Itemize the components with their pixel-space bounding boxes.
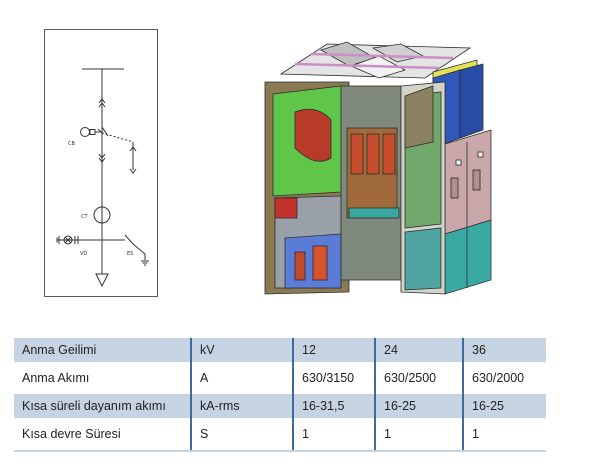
value-12kv: 12 <box>292 338 375 362</box>
value-36kv: 630/2000 <box>462 362 546 394</box>
value-36kv: 1 <box>462 418 546 452</box>
motor-symbol <box>80 127 90 137</box>
table-row: Kısa süreli dayanım akımı kA-rms 16-31,5… <box>14 394 546 418</box>
disconnect-contact-upper <box>98 98 106 104</box>
table-row: Kısa devre Süresi S 1 1 1 <box>14 418 546 452</box>
row-label-anma-geilimi: Anma Geilimi <box>14 338 191 362</box>
cable-termination-red <box>312 245 328 281</box>
value-12kv: 16-31,5 <box>292 394 375 418</box>
vd-label: VD <box>80 251 87 257</box>
unit-cell: S <box>190 418 293 452</box>
unit-cell: kV <box>190 338 293 362</box>
cb-label: CB <box>68 141 75 147</box>
unit-cell: A <box>190 362 293 394</box>
single-line-diagram: CB CT VD ES <box>44 29 158 297</box>
es-label: ES <box>127 251 133 257</box>
unit-cell: kA-rms <box>190 394 293 418</box>
table-row: Anma Geilimi kV 12 24 36 <box>14 338 546 362</box>
interlock-line <box>101 132 134 143</box>
row-label-anma-akimi: Anma Akımı <box>22 371 90 385</box>
switchgear-cabinet-illustration <box>255 38 500 300</box>
specification-table: Anma Geilimi kV 12 24 36 Anma Akımı A 63… <box>14 338 546 452</box>
value-24kv: 1 <box>374 418 463 452</box>
busbar-red-connector <box>294 108 332 162</box>
table-row: Anma Akımı A 630/3150 630/2500 630/2000 <box>14 362 546 394</box>
cable-termination-symbol <box>95 273 109 288</box>
value-12kv: 630/3150 <box>292 362 375 394</box>
value-24kv: 630/2500 <box>374 362 463 394</box>
earth-switch-symbol <box>124 234 134 245</box>
value-36kv: 36 <box>462 338 546 362</box>
value-12kv: 1 <box>292 418 375 452</box>
value-24kv: 16-25 <box>374 394 463 418</box>
value-24kv: 24 <box>374 338 463 362</box>
disconnect-contact-lower <box>98 153 106 159</box>
current-transformer-symbol <box>93 206 111 224</box>
switchgear-cabinet-drawing <box>264 41 492 295</box>
row-label-kisa-devre-suresi: Kısa devre Süresi <box>14 418 191 452</box>
surge-arrester-symbol <box>129 146 137 152</box>
row-label-kisa-sureli-dayanim-akimi: Kısa süreli dayanım akımı <box>14 394 191 418</box>
ct-label: CT <box>81 214 88 220</box>
voltage-indicator-symbol <box>63 235 73 245</box>
single-line-diagram-drawing: CB CT VD ES <box>56 68 149 288</box>
value-36kv: 16-25 <box>462 394 546 418</box>
